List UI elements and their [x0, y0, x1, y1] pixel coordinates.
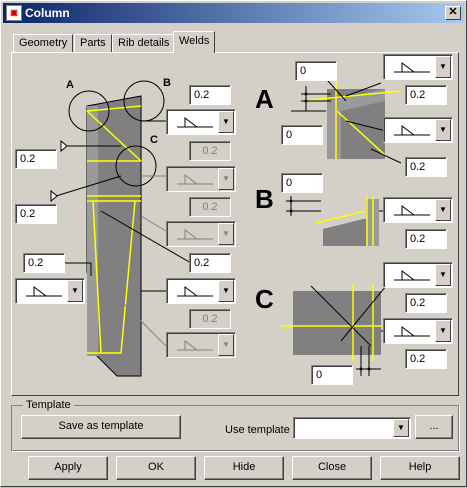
- use-template-select[interactable]: ▼: [293, 417, 411, 439]
- hide-button[interactable]: Hide: [204, 456, 284, 480]
- template-group: [11, 405, 459, 451]
- weld-size-field[interactable]: 0.2: [405, 229, 447, 249]
- weld-size-field[interactable]: 0.2: [23, 253, 65, 273]
- chevron-down-icon[interactable]: ▼: [435, 320, 451, 342]
- label-c-small: C: [150, 134, 158, 146]
- label-a-big: A: [255, 84, 274, 114]
- fillet-weld-icon: [177, 229, 213, 240]
- weld-type-select-disabled: ▼: [166, 166, 236, 192]
- weld-type-select-disabled: ▼: [166, 332, 236, 358]
- weld-type-select[interactable]: ▼: [166, 109, 236, 135]
- chevron-down-icon[interactable]: ▼: [218, 111, 234, 133]
- fillet-weld-icon: [394, 270, 430, 281]
- chevron-down-icon[interactable]: ▼: [393, 419, 409, 437]
- title-bar: ▣ Column ✕: [3, 3, 464, 23]
- weld-size-field-disabled: 0.2: [189, 309, 231, 329]
- weld-size-field-disabled: 0.2: [189, 141, 231, 161]
- close-window-button[interactable]: ✕: [445, 6, 461, 20]
- detail-b-shape: [323, 219, 379, 246]
- chevron-down-icon: ▼: [218, 223, 234, 245]
- chevron-down-icon[interactable]: ▼: [435, 264, 451, 286]
- chevron-down-icon[interactable]: ▼: [435, 56, 451, 78]
- browse-template-button[interactable]: ...: [415, 415, 453, 439]
- weld-type-select[interactable]: ▼: [383, 54, 453, 80]
- app-icon: ▣: [6, 5, 22, 21]
- fillet-weld-icon: [177, 340, 213, 351]
- save-as-template-button[interactable]: Save as template: [21, 415, 181, 439]
- weld-gap-field[interactable]: 0: [281, 173, 323, 193]
- ok-button[interactable]: OK: [116, 456, 196, 480]
- weld-type-select[interactable]: ▼: [166, 278, 236, 304]
- fillet-weld-icon: [177, 117, 213, 128]
- label-b-small: B: [163, 77, 171, 89]
- template-group-title: Template: [23, 399, 74, 411]
- tab-geometry[interactable]: Geometry: [13, 34, 74, 52]
- weld-type-select[interactable]: ▼: [15, 278, 85, 304]
- weld-size-field[interactable]: 0.2: [15, 204, 57, 224]
- weld-type-select[interactable]: ▼: [383, 318, 453, 344]
- weld-size-field[interactable]: 0.2: [189, 253, 231, 273]
- weld-gap-field[interactable]: 0: [281, 125, 323, 145]
- chevron-down-icon[interactable]: ▼: [218, 280, 234, 302]
- fillet-weld-icon: [177, 174, 213, 185]
- weld-type-select[interactable]: ▼: [383, 197, 453, 223]
- fillet-weld-icon: [177, 286, 213, 297]
- weld-size-field[interactable]: 0.2: [15, 149, 57, 169]
- fillet-weld-icon: [394, 62, 430, 73]
- weld-type-select-disabled: ▼: [166, 221, 236, 247]
- weld-size-field[interactable]: 0.2: [405, 349, 447, 369]
- fillet-weld-icon: [394, 205, 430, 216]
- weld-gap-field[interactable]: 0: [295, 61, 337, 81]
- chevron-down-icon[interactable]: ▼: [67, 280, 83, 302]
- weld-size-field[interactable]: 0.2: [189, 85, 231, 105]
- close-button[interactable]: Close: [292, 456, 372, 480]
- weld-size-field[interactable]: 0.2: [405, 85, 447, 105]
- chevron-down-icon[interactable]: ▼: [435, 119, 451, 141]
- tab-welds[interactable]: Welds: [173, 31, 216, 53]
- weld-size-field-disabled: 0.2: [189, 197, 231, 217]
- fillet-weld-icon: [394, 326, 430, 337]
- weld-gap-field[interactable]: 0: [311, 365, 353, 385]
- help-button[interactable]: Help: [380, 456, 460, 480]
- detail-c-shape: [293, 291, 381, 355]
- weld-size-field[interactable]: 0.2: [405, 157, 447, 177]
- weld-type-select[interactable]: ▼: [383, 262, 453, 288]
- apply-button[interactable]: Apply: [28, 456, 108, 480]
- tab-parts[interactable]: Parts: [74, 34, 112, 52]
- weld-size-field[interactable]: 0.2: [405, 293, 447, 313]
- label-b-big: B: [255, 184, 274, 214]
- chevron-down-icon: ▼: [218, 168, 234, 190]
- window-title: Column: [25, 6, 70, 20]
- weld-type-select[interactable]: ▼: [383, 117, 453, 143]
- label-a-small: A: [66, 79, 74, 91]
- chevron-down-icon: ▼: [218, 334, 234, 356]
- label-c-big: C: [255, 284, 274, 314]
- fillet-weld-icon: [26, 286, 62, 297]
- tab-rib-details[interactable]: Rib details: [112, 34, 176, 52]
- chevron-down-icon[interactable]: ▼: [435, 199, 451, 221]
- use-template-label: Use template: [225, 424, 290, 436]
- fillet-weld-icon: [394, 125, 430, 136]
